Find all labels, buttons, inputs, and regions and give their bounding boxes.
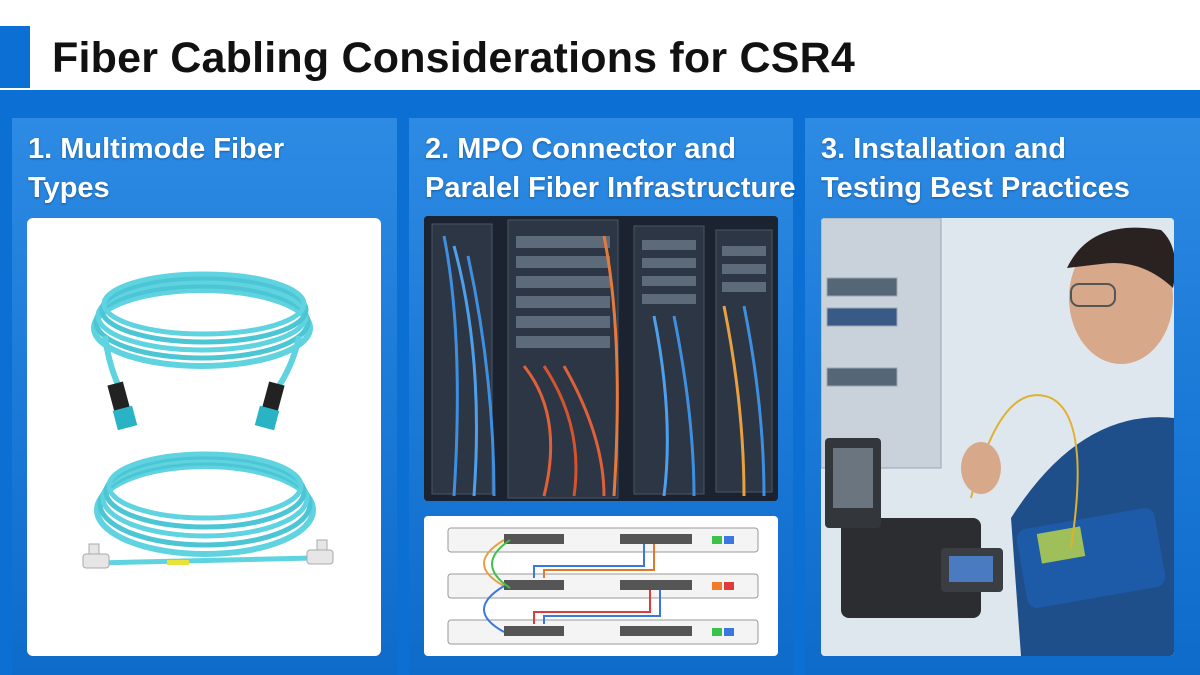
- panel-multimode-fiber: 1. Multimode Fiber Types: [12, 118, 397, 675]
- server-rack-cabling-image: [424, 216, 778, 501]
- test-lead-cable: [970, 394, 1079, 549]
- panel-title: 1. Multimode Fiber Types: [28, 130, 284, 208]
- lc-fiber-coil: [94, 451, 316, 566]
- page-title: Fiber Cabling Considerations for CSR4: [52, 34, 855, 82]
- multimode-fiber-cables-image: [27, 218, 381, 656]
- panel-mpo-connector: 2. MPO Connector and Paralel Fiber Infra…: [409, 118, 796, 675]
- technician-testing-image: [821, 218, 1174, 656]
- panel-title-line-2: Paralel Fiber Infrastructure: [425, 172, 796, 204]
- status-leds: [712, 536, 734, 636]
- panel-title: 3. Installation and Testing Best Practic…: [821, 130, 1130, 208]
- title-accent-bar: [0, 26, 30, 88]
- technician-hand: [961, 442, 1001, 494]
- fiber-links: [483, 539, 661, 633]
- panel-title: 2. MPO Connector and Paralel Fiber Infra…: [425, 130, 796, 208]
- panel-title-line-1: 3. Installation and: [821, 133, 1066, 165]
- panel-title-line-2: Types: [28, 172, 110, 204]
- equipment-rack: [821, 218, 942, 469]
- mpo-connector-right: [254, 381, 285, 431]
- panel-title-line-2: Testing Best Practices: [821, 172, 1130, 204]
- lc-connector-right: [306, 539, 334, 565]
- mpo-connector-left: [107, 381, 138, 431]
- mpo-fiber-coil: [91, 271, 313, 398]
- panel-ports: [504, 534, 692, 636]
- parallel-fiber-diagram-image: [424, 516, 778, 656]
- panel-title-line-1: 2. MPO Connector and: [425, 133, 736, 165]
- patch-cables: [442, 235, 766, 497]
- fusion-splicer: [825, 438, 1003, 618]
- panel-title-line-1: 1. Multimode Fiber: [28, 133, 285, 165]
- panel-installation-testing: 3. Installation and Testing Best Practic…: [805, 118, 1200, 675]
- rack-units: [516, 236, 766, 348]
- cable-label-tag: [167, 560, 189, 565]
- lc-connector-left: [82, 543, 110, 569]
